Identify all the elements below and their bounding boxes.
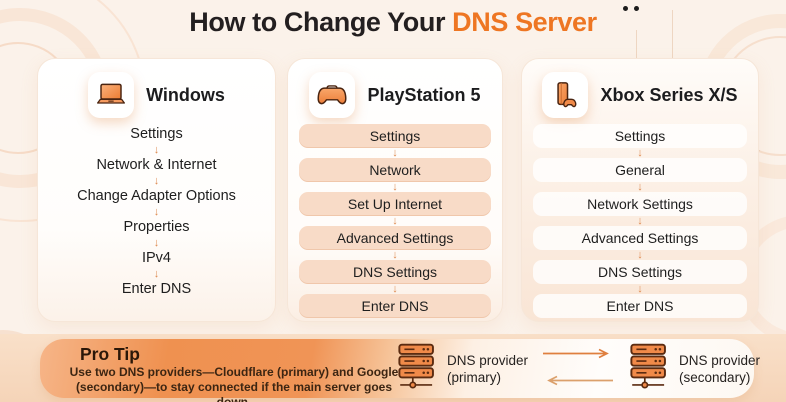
dns-secondary-label: DNS provider (secondary)	[679, 352, 760, 386]
down-arrow-icon: ↓	[637, 249, 643, 261]
down-arrow-icon: ↓	[392, 249, 398, 261]
step-pill: DNS Settings	[533, 260, 747, 284]
down-arrow-icon: ↓	[392, 181, 398, 193]
playstation5-card-title: PlayStation 5	[367, 84, 481, 105]
page-title: How to Change Your DNS Server	[0, 7, 786, 38]
down-arrow-icon: ↓	[637, 181, 643, 193]
dns-primary-label-line2: (primary)	[447, 369, 501, 385]
down-arrow-icon: ↓	[153, 144, 160, 156]
step: Settings	[130, 126, 183, 142]
step-pill: Settings	[299, 124, 491, 148]
playstation5-card: PlayStation 5 Settings ↓ Network ↓ Set U…	[287, 58, 503, 322]
pro-tip-line2: (secondary)—to stay connected if the mai…	[75, 380, 393, 402]
arrow-right-icon	[541, 346, 615, 364]
step-pill: Network Settings	[533, 192, 747, 216]
pro-tip: Pro Tip Use two DNS providers—Cloudflare…	[58, 344, 410, 402]
pro-tip-heading: Pro Tip	[80, 344, 140, 364]
step: Enter DNS	[121, 281, 192, 297]
down-arrow-icon: ↓	[153, 268, 160, 280]
pro-tip-body: Use two DNS providers—Cloudflare (primar…	[58, 365, 410, 402]
step-pill: Set Up Internet	[299, 192, 491, 216]
down-arrow-icon: ↓	[392, 147, 398, 159]
down-arrow-icon: ↓	[153, 237, 160, 249]
down-arrow-icon: ↓	[637, 215, 643, 227]
step: Change Adapter Options	[77, 188, 236, 204]
arrow-left-icon	[541, 373, 615, 391]
step-pill: Enter DNS	[299, 294, 491, 318]
step-pill: Settings	[533, 124, 747, 148]
windows-card-title: Windows	[146, 84, 225, 105]
xbox-card-header: Xbox Series X/S	[522, 72, 758, 118]
step-pill: General	[533, 158, 747, 182]
dns-server-primary-icon	[396, 343, 438, 395]
page-title-highlight: DNS Server	[452, 7, 597, 37]
windows-card: Windows Settings ↓ Network & Internet ↓ …	[37, 58, 276, 322]
dns-provider-diagram: DNS provider (primary)	[396, 339, 760, 398]
down-arrow-icon: ↓	[153, 206, 160, 218]
step-pill: Advanced Settings	[299, 226, 491, 250]
playstation5-card-header: PlayStation 5	[288, 72, 502, 118]
down-arrow-icon: ↓	[392, 283, 398, 295]
step-pill: DNS Settings	[299, 260, 491, 284]
windows-steps: Settings ↓ Network & Internet ↓ Change A…	[38, 124, 275, 300]
step-pill: Advanced Settings	[533, 226, 747, 250]
playstation5-steps: Settings ↓ Network ↓ Set Up Internet ↓ A…	[288, 124, 502, 318]
xbox-console-icon	[542, 72, 589, 118]
down-arrow-icon: ↓	[637, 283, 643, 295]
dns-primary-label: DNS provider (primary)	[447, 352, 528, 386]
laptop-icon	[88, 72, 135, 118]
page-title-text: How to Change Your	[189, 7, 453, 37]
dns-secondary-label-line1: DNS provider	[679, 352, 761, 368]
windows-card-header: Windows	[38, 72, 275, 118]
flow-arrows	[541, 346, 615, 391]
dns-primary-label-line1: DNS provider	[447, 352, 529, 368]
xbox-card-title: Xbox Series X/S	[600, 84, 738, 105]
step: Properties	[123, 219, 190, 235]
step-pill: Enter DNS	[533, 294, 747, 318]
footer-container: Pro Tip Use two DNS providers—Cloudflare…	[40, 339, 760, 402]
step-pill: Network	[299, 158, 491, 182]
down-arrow-icon: ↓	[392, 215, 398, 227]
dns-server-secondary-icon	[628, 343, 670, 395]
step: IPv4	[141, 250, 171, 266]
dns-secondary-label-line2: (secondary)	[679, 369, 751, 385]
pro-tip-line1: Use two DNS providers—Cloudflare (primar…	[69, 365, 399, 379]
down-arrow-icon: ↓	[637, 147, 643, 159]
xbox-card: Xbox Series X/S Settings ↓ General ↓ Net…	[521, 58, 759, 322]
gamepad-icon	[309, 72, 356, 118]
xbox-steps: Settings ↓ General ↓ Network Settings ↓ …	[522, 124, 758, 318]
down-arrow-icon: ↓	[153, 175, 160, 187]
step: Network & Internet	[96, 157, 217, 173]
decor-dots	[623, 6, 639, 11]
